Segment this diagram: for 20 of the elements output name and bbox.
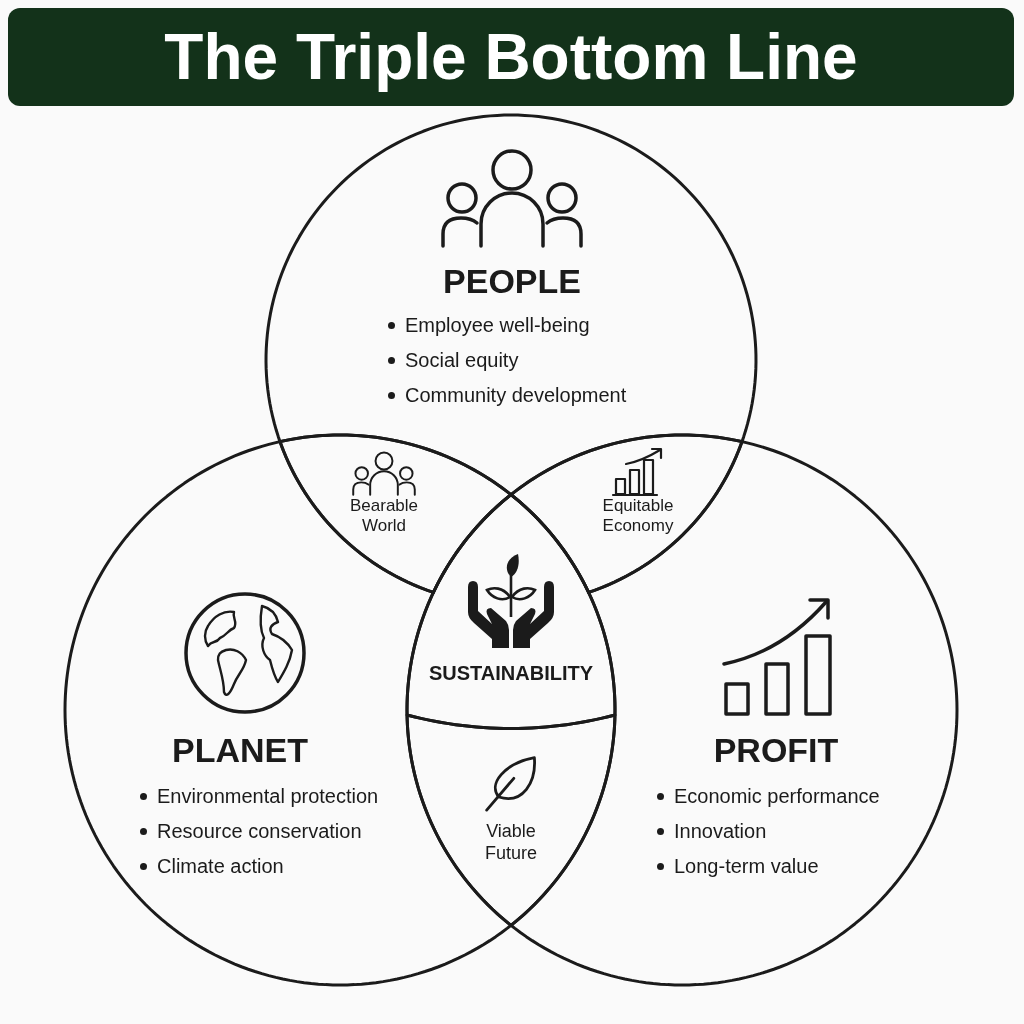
overlap-region [405,713,617,928]
bullet-text: Community development [405,383,627,407]
bullet-text: Social equity [405,348,519,372]
section-heading: PEOPLE [443,261,581,301]
bullet-text: Innovation [674,819,767,843]
center-label: SUSTAINABILITY [428,661,594,685]
bullet-text: Climate action [157,854,284,878]
diagram-title: The Triple Bottom Line [164,21,858,93]
overlap-label: Viable Future [485,820,537,864]
section-heading: PLANET [172,730,308,770]
bullet-text: Resource conservation [157,819,362,843]
overlap-label: Equitable Economy [602,496,674,536]
overlap-region [509,433,745,595]
overlap-region [277,433,513,595]
overlap-label: Bearable World [349,496,419,536]
bullet-text: Environmental protection [157,784,379,808]
bullet-text: Employee well-being [405,313,590,337]
section-heading: PROFIT [713,730,839,770]
bullet-text: Economic performance [674,784,880,808]
bullet-text: Long-term value [674,854,819,878]
